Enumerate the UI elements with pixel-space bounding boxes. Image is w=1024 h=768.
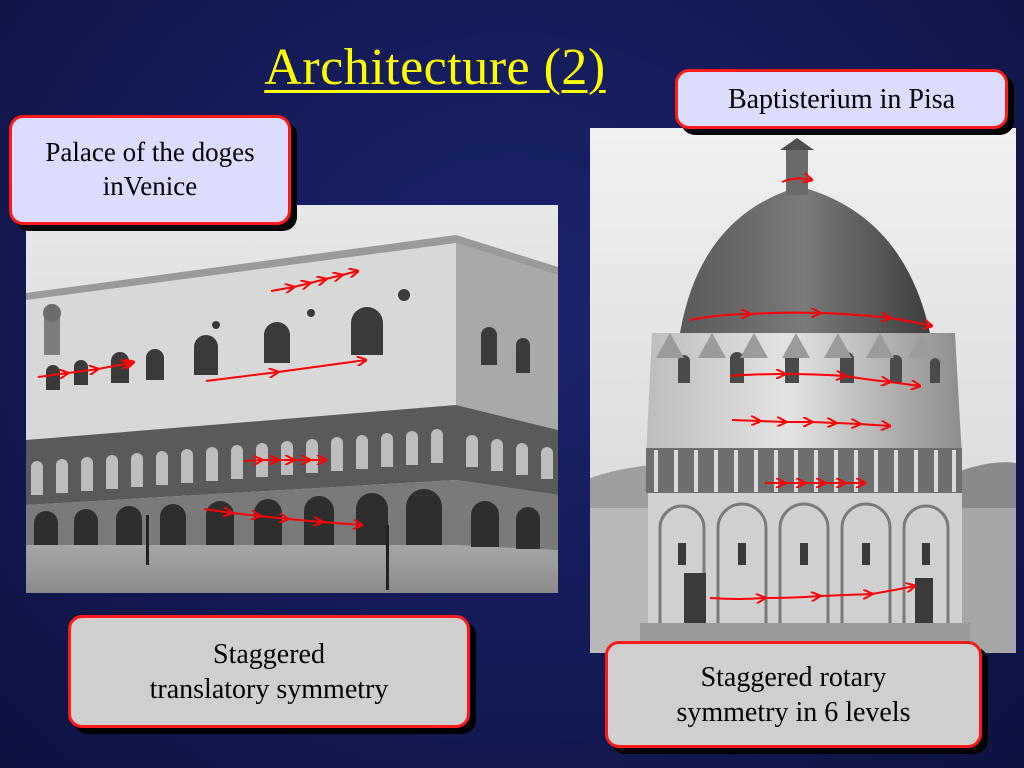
palace-illustration [26,205,558,593]
translatory-label: Staggered translatory symmetry [68,615,470,728]
rotation-arrows [689,178,932,599]
baptistery-illustration [590,128,1016,653]
slide-title: Architecture (2) [264,39,606,96]
baptisterium-label-text: Baptisterium in Pisa [727,83,956,115]
palace-label-line1: Palace of the doges [45,137,255,168]
rotary-label: Staggered rotary symmetry in 6 levels [605,641,982,748]
palace-label: Palace of the doges inVenice [9,115,291,225]
baptisterium-label: Baptisterium in Pisa [675,69,1008,129]
translatory-label-line2: translatory symmetry [149,673,389,705]
baptistery-photo [590,128,1016,653]
translation-arrows [37,271,366,525]
palace-label-line2: inVenice [102,171,198,201]
palace-photo [26,205,558,593]
rotary-label-line1: Staggered rotary [700,661,887,693]
rotary-label-line2: symmetry in 6 levels [676,696,911,728]
translatory-label-line1: Staggered [213,638,325,670]
